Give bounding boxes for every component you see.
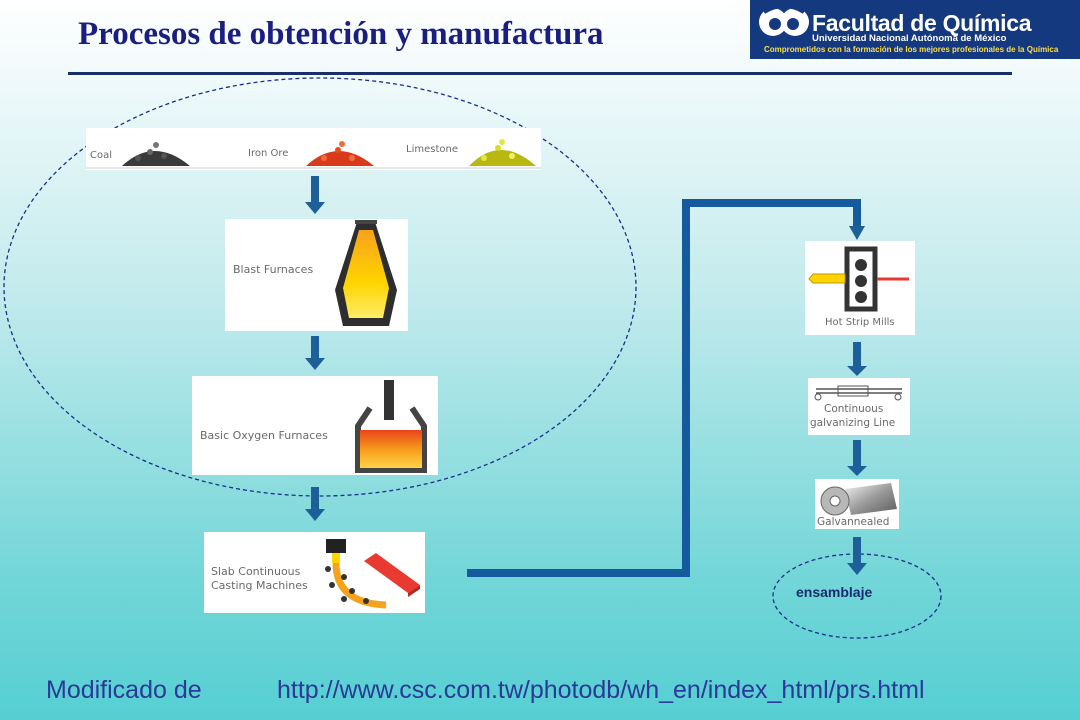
connector-line bbox=[467, 199, 861, 577]
label-hot-strip-mills: Hot Strip Mills bbox=[825, 317, 895, 328]
label-galv-line2: galvanizing Line bbox=[810, 417, 896, 429]
label-coal: Coal bbox=[90, 150, 113, 161]
raw-materials-panel: Coal Iron Ore Limestone bbox=[86, 128, 541, 170]
blast-furnace-icon bbox=[335, 220, 397, 326]
label-galvannealed: Galvannealed bbox=[817, 516, 890, 528]
label-ensamblaje: ensamblaje bbox=[796, 584, 873, 600]
faculty-logo: Facultad de Química Universidad Nacional… bbox=[750, 0, 1080, 59]
arrow-bof-to-slab bbox=[305, 487, 325, 521]
hot-strip-mill-panel: Hot Strip Mills bbox=[805, 241, 915, 335]
galvannealed-panel: Galvannealed bbox=[815, 479, 899, 529]
label-blast-furnaces: Blast Furnaces bbox=[233, 263, 314, 276]
title-underline bbox=[68, 72, 1012, 75]
arrow-hotstrip-to-galv bbox=[847, 342, 867, 376]
footer-prefix: Modificado de bbox=[46, 676, 202, 704]
blast-furnace-panel: Blast Furnaces bbox=[225, 219, 408, 331]
raw-material-piles bbox=[86, 139, 541, 169]
label-basic-oxygen-furnaces: Basic Oxygen Furnaces bbox=[200, 429, 328, 442]
galvanizing-line-icon bbox=[814, 385, 902, 401]
bof-panel: Basic Oxygen Furnaces bbox=[192, 376, 438, 475]
steel-coil-icon bbox=[820, 483, 897, 516]
label-slab-line1: Slab Continuous bbox=[211, 565, 301, 578]
bof-icon bbox=[355, 380, 427, 473]
galvanizing-line-panel: Continuous galvanizing Line bbox=[808, 378, 910, 435]
label-iron-ore: Iron Ore bbox=[248, 148, 289, 159]
arrow-blast-to-bof bbox=[305, 336, 325, 370]
arrow-galvannealed-to-ensamblaje bbox=[847, 537, 867, 575]
connector-arrowhead bbox=[849, 226, 865, 240]
label-slab-line2: Casting Machines bbox=[211, 579, 308, 592]
footer-source-url: http://www.csc.com.tw/photodb/wh_en/inde… bbox=[277, 676, 925, 704]
logo-name: Facultad de Química bbox=[812, 10, 1032, 36]
arrow-raw-to-blast bbox=[305, 176, 325, 214]
page-title: Procesos de obtención y manufactura bbox=[78, 16, 604, 52]
slab-casting-panel: Slab Continuous Casting Machines bbox=[204, 532, 425, 613]
hot-strip-mill-icon bbox=[808, 246, 909, 312]
slab-caster-icon bbox=[325, 539, 420, 609]
logo-tagline: Comprometidos con la formación de los me… bbox=[764, 45, 1059, 54]
raw-materials-group-ellipse bbox=[3, 77, 637, 497]
label-galv-line1: Continuous bbox=[824, 403, 884, 415]
label-limestone: Limestone bbox=[406, 144, 458, 155]
arrow-galv-to-galvannealed bbox=[847, 440, 867, 476]
logo-subtitle: Universidad Nacional Autónoma de México bbox=[812, 33, 1007, 44]
owl-icon bbox=[759, 4, 809, 36]
